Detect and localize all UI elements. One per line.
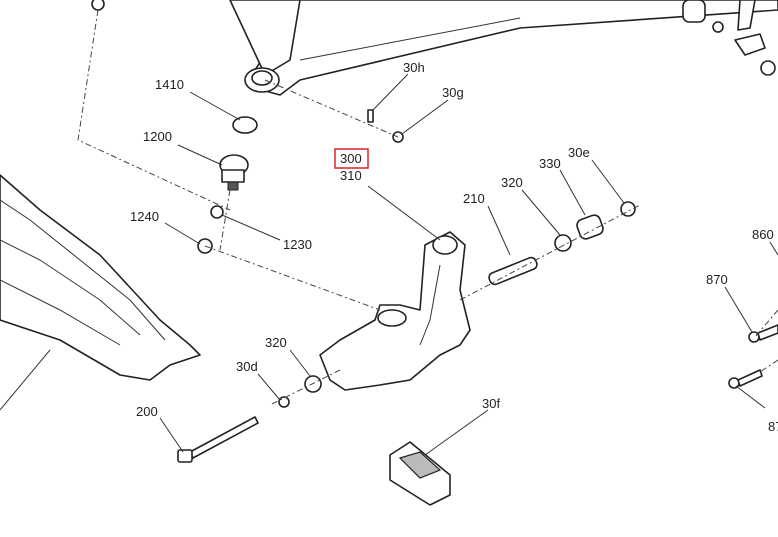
circlip: [232, 116, 258, 134]
callout-30d[interactable]: 30d: [236, 359, 258, 374]
right-bolts: [728, 324, 778, 389]
spacer: [576, 214, 604, 240]
callout-1410[interactable]: 1410: [155, 77, 184, 92]
callout-330[interactable]: 330: [539, 156, 561, 171]
callout-1230[interactable]: 1230: [283, 237, 312, 252]
callout-30e[interactable]: 30e: [568, 145, 590, 160]
upper-a-arm: [229, 0, 778, 96]
assembly-axes: [77, 9, 778, 406]
callout-30h[interactable]: 30h: [403, 60, 425, 75]
callout-300[interactable]: 300: [340, 151, 362, 166]
ski: [0, 174, 201, 411]
callout-320[interactable]: 320: [265, 335, 287, 350]
callout-30g[interactable]: 30g: [442, 85, 464, 100]
nut: [620, 201, 636, 217]
sleeve: [488, 256, 538, 286]
callout-1200[interactable]: 1200: [143, 129, 172, 144]
washer: [278, 396, 290, 408]
callout-860[interactable]: 860: [752, 227, 774, 242]
leader-lines: [159, 73, 778, 456]
callout-1240[interactable]: 1240: [130, 209, 159, 224]
bolt: [177, 416, 259, 463]
callout-210[interactable]: 210: [463, 191, 485, 206]
stopper-block: [389, 441, 451, 506]
callout-310[interactable]: 310: [340, 168, 362, 183]
callout-30f[interactable]: 30f: [482, 396, 500, 411]
pin: [367, 109, 374, 123]
ball-joint: [219, 154, 249, 191]
callout-200[interactable]: 200: [136, 404, 158, 419]
highlight-box: [334, 148, 369, 169]
top-right-hardware: [682, 0, 776, 76]
callout-320[interactable]: 320: [501, 175, 523, 190]
spindle: [319, 231, 471, 391]
callout-870[interactable]: 870: [706, 272, 728, 287]
bushing: [554, 234, 572, 252]
nut: [91, 0, 105, 11]
callout-87[interactable]: 87: [768, 419, 778, 434]
washer: [210, 205, 224, 219]
